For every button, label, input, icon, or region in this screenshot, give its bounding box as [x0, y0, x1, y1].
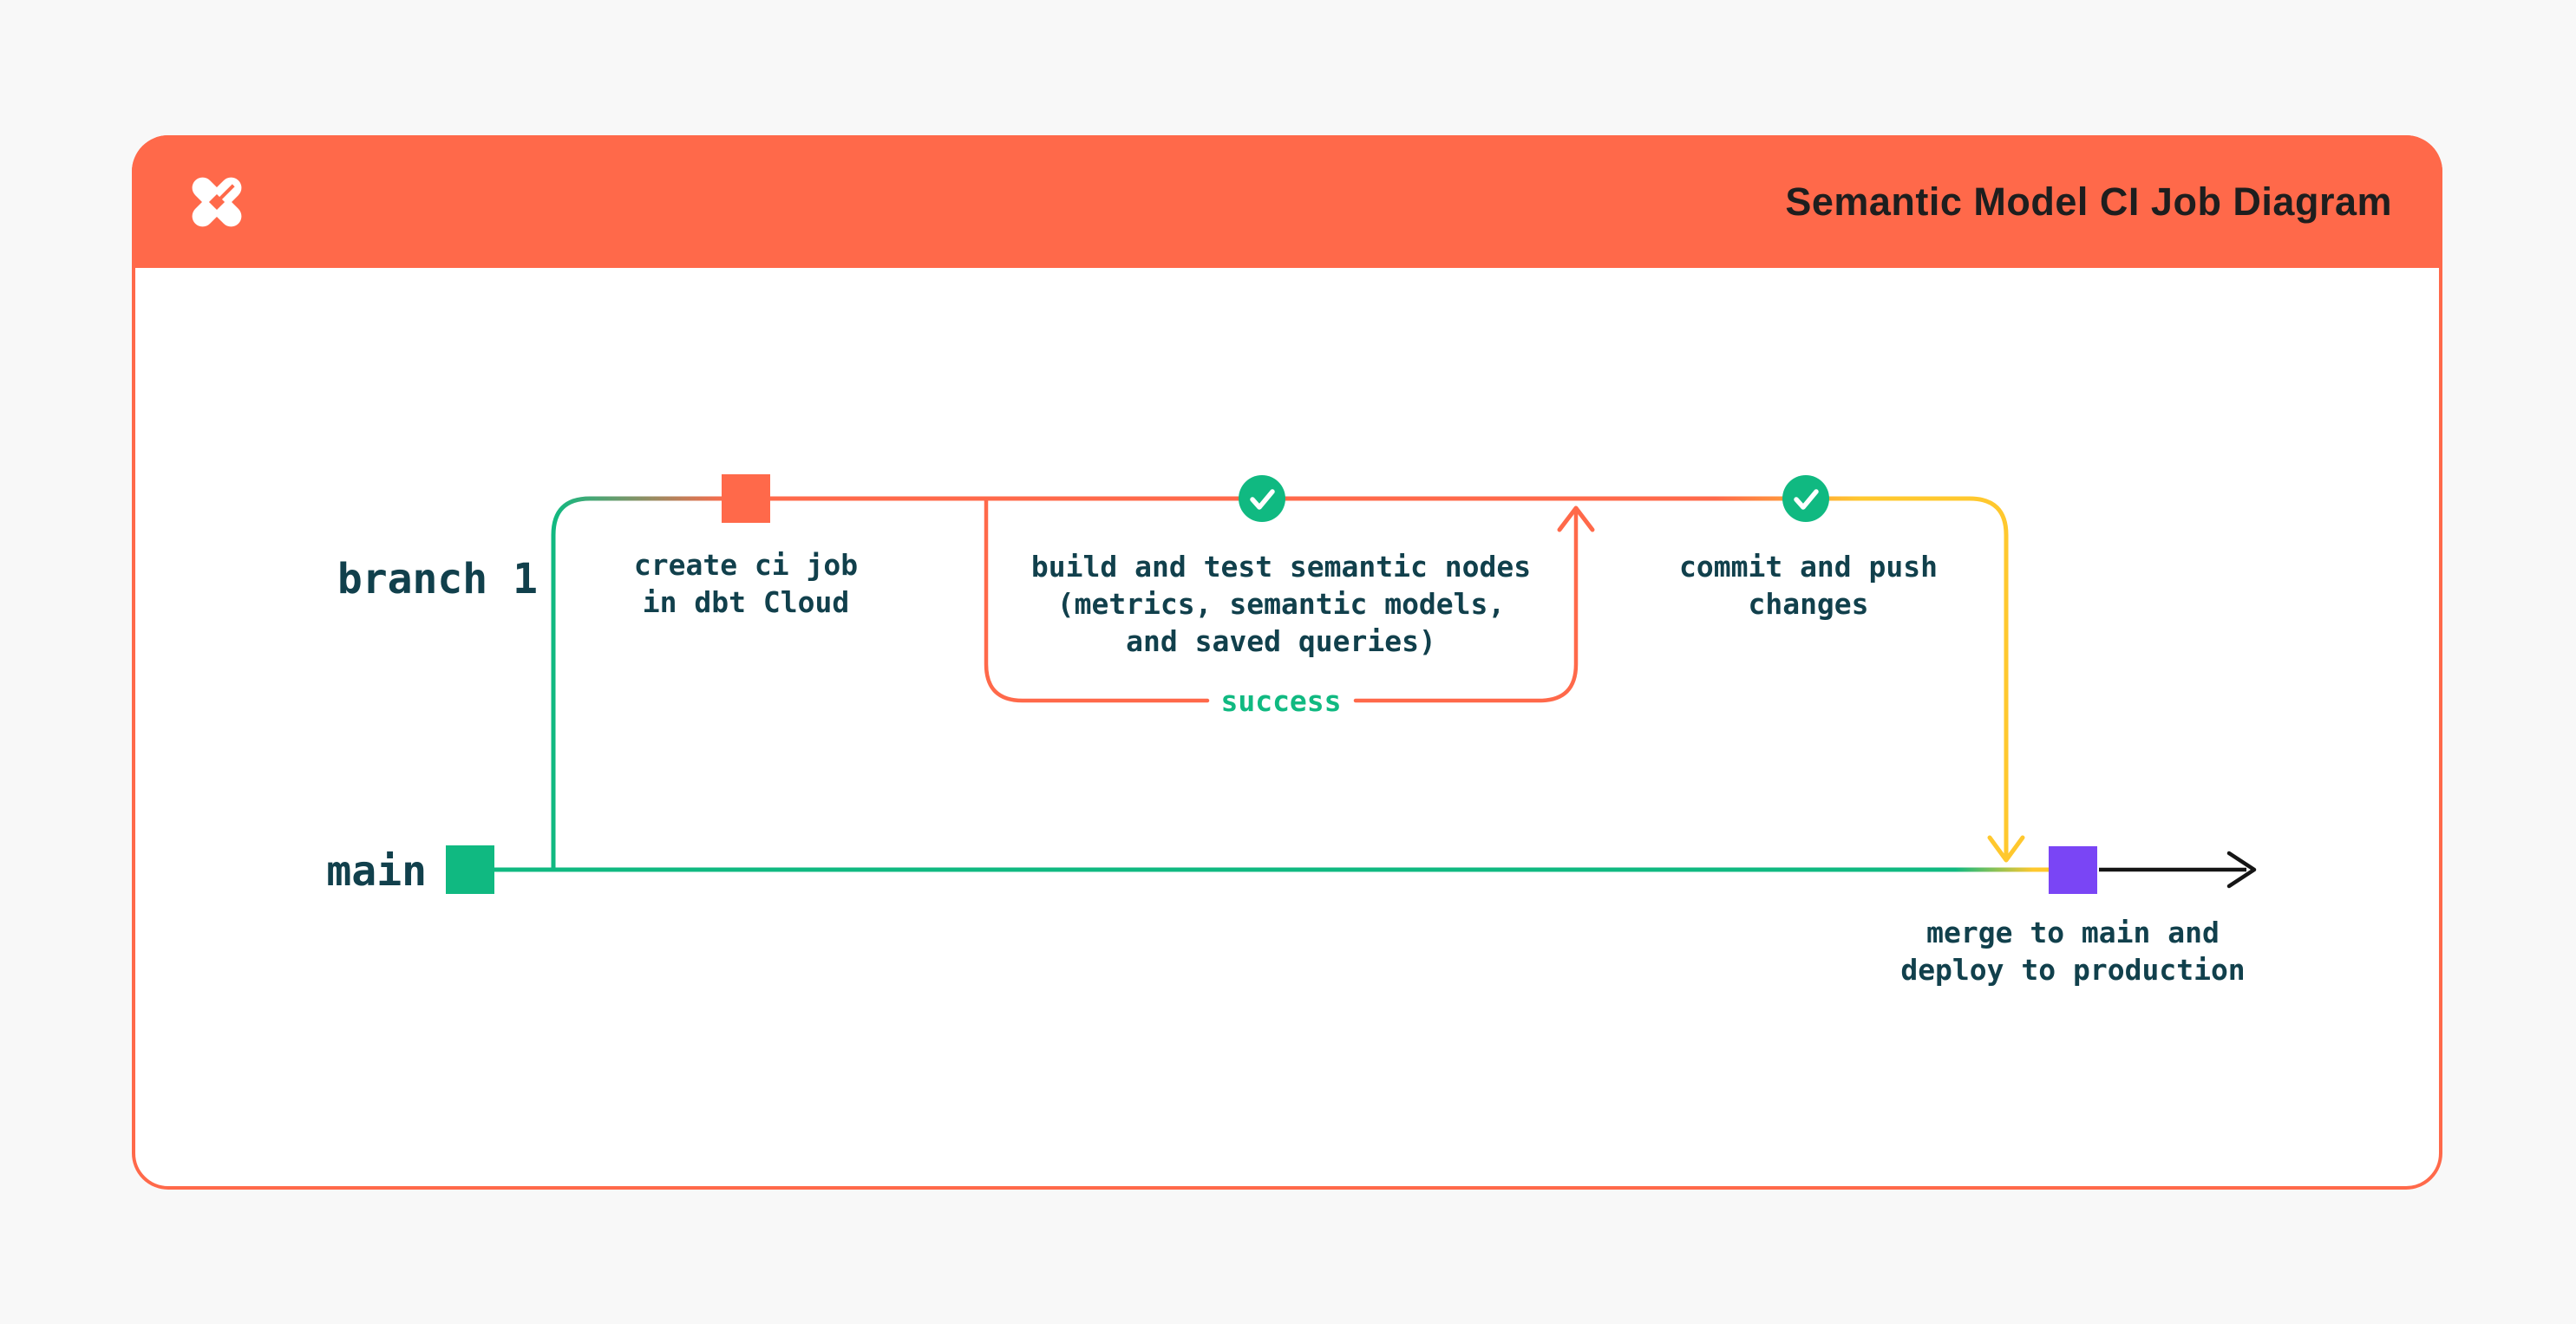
label-line: merge to main and [1926, 916, 2220, 949]
label-line: deploy to production [1900, 953, 2246, 987]
label-commit-push: commit and push changes [1679, 548, 1938, 623]
label-line: and saved queries) [1126, 624, 1436, 658]
label-build-test: build and test semantic nodes (metrics, … [1031, 548, 1531, 660]
label-line: (metrics, semantic models, [1056, 587, 1506, 621]
label-line: in dbt Cloud [642, 585, 850, 619]
main-label: main [326, 847, 427, 896]
branch1-label: branch 1 [337, 555, 538, 603]
dbt-logo-icon [192, 177, 242, 226]
label-line: create ci job [633, 548, 859, 582]
label-line: changes [1748, 587, 1869, 621]
diagram-title: Semantic Model CI Job Diagram [1785, 179, 2392, 224]
label-line: build and test semantic nodes [1030, 550, 1532, 584]
label-create-ci-job: create ci job in dbt Cloud [634, 546, 858, 621]
diagram-card: Semantic Model CI Job Diagram [132, 135, 2442, 1190]
success-label: success [1220, 684, 1342, 718]
label-merge-deploy: merge to main and deploy to production [1900, 914, 2245, 988]
label-line: commit and push [1678, 550, 1939, 584]
card-header: Semantic Model CI Job Diagram [132, 135, 2442, 268]
